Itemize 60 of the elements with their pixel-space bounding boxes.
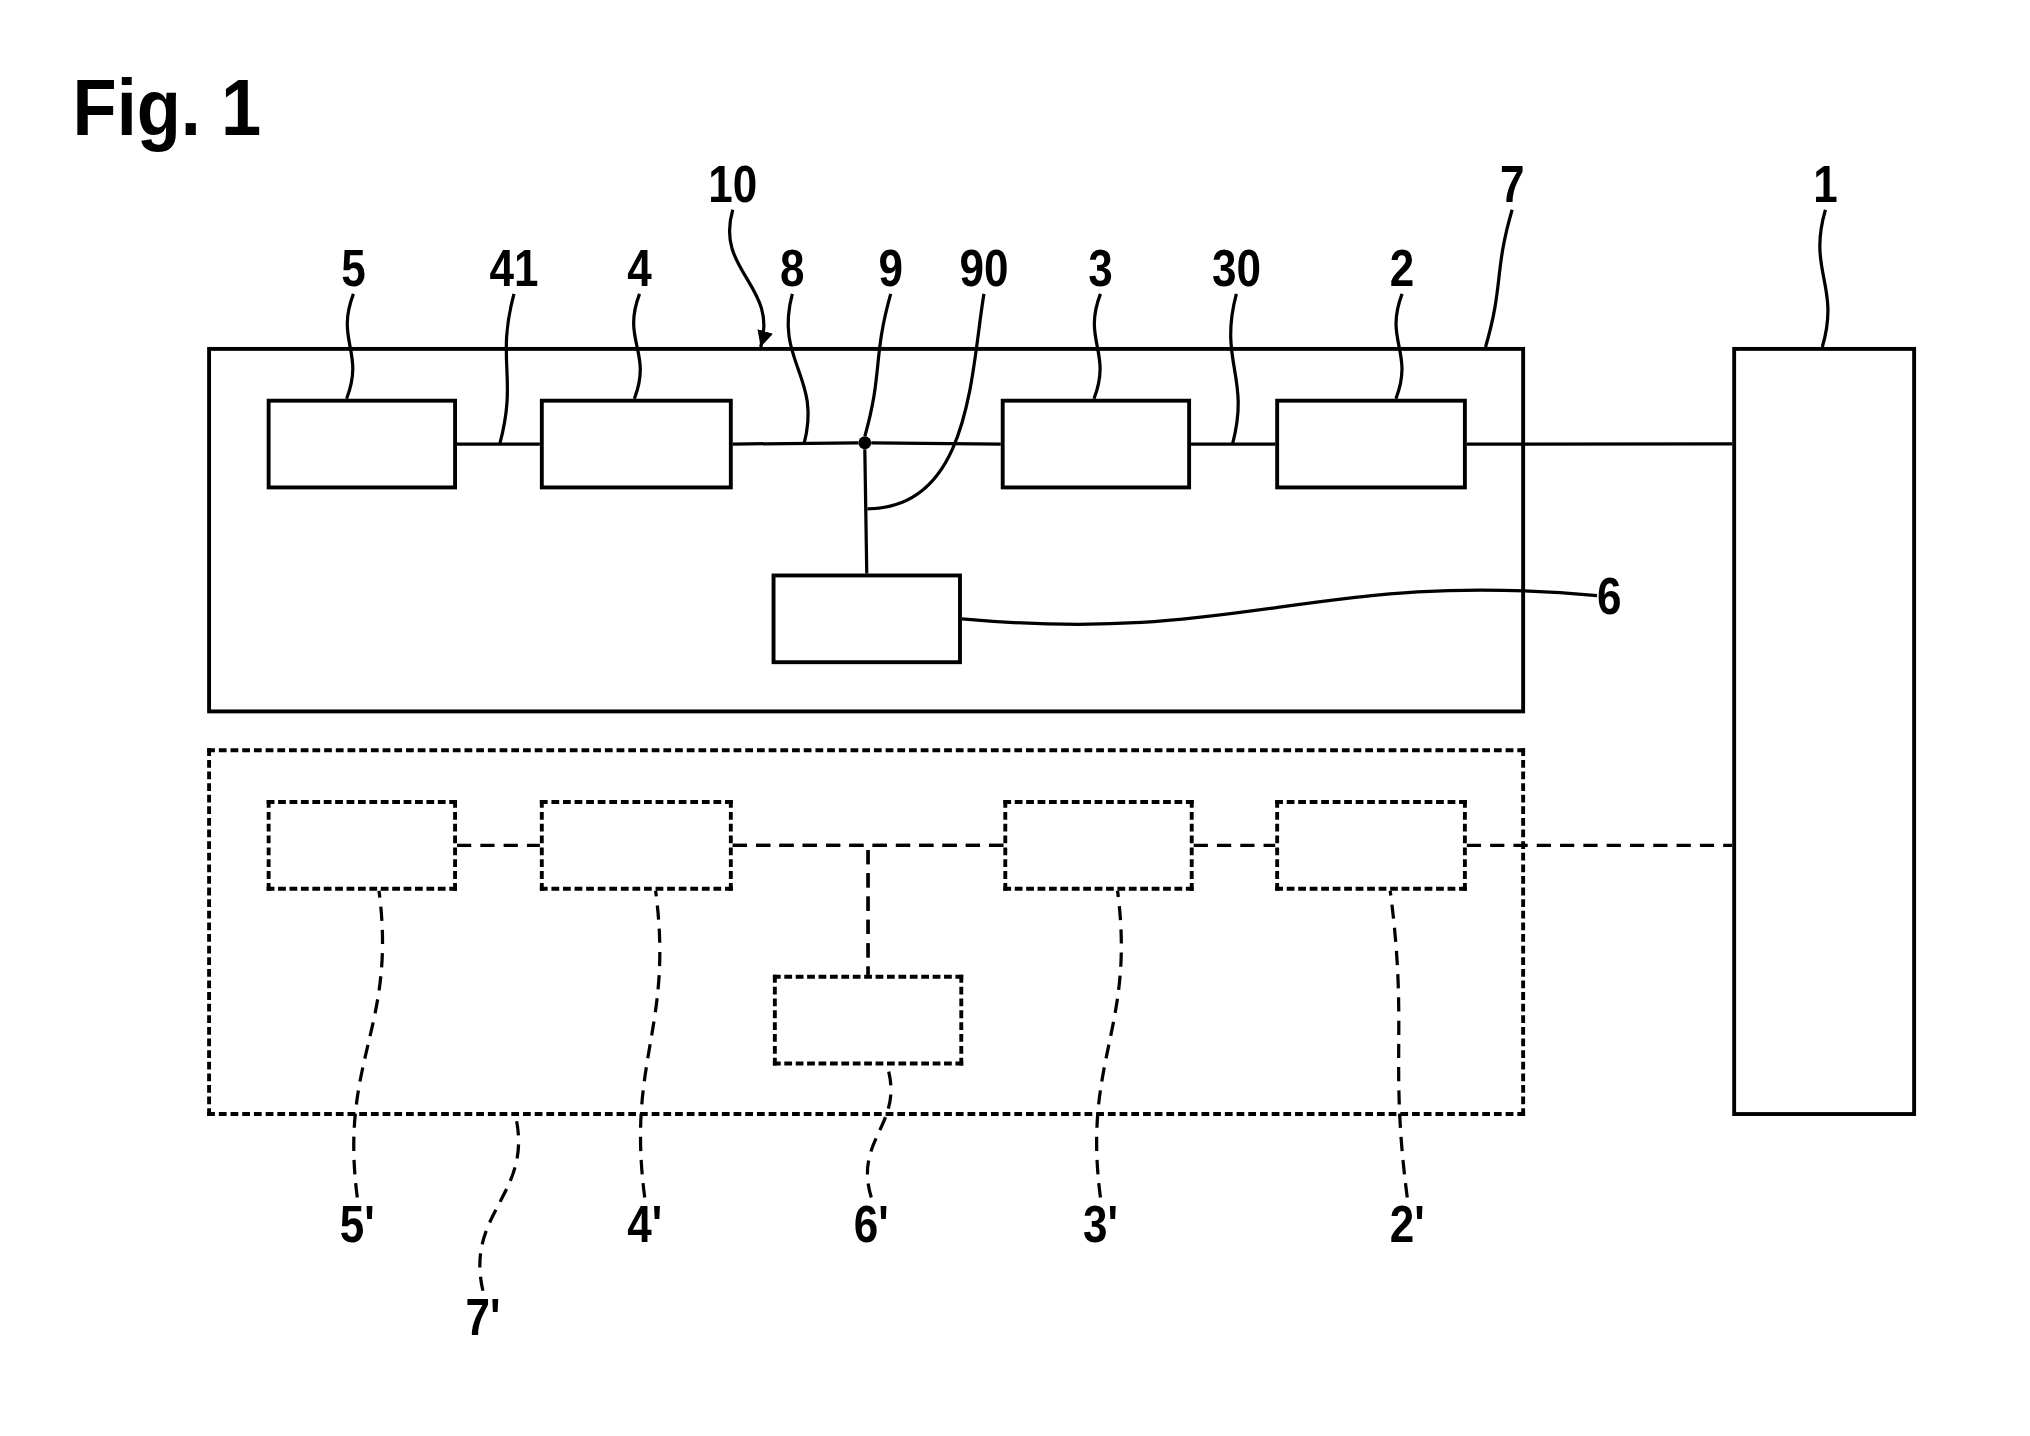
leader-line [1229,293,1240,445]
callout-number: 9 [878,242,903,294]
leader-line [638,890,662,1198]
connection-line [1466,843,1733,847]
leader-line [786,293,810,445]
callout-number: 30 [1211,242,1261,294]
alternate-component-box [1003,800,1194,891]
callout-number: 90 [959,242,1009,294]
callout-number: 41 [489,242,539,294]
alternate-component-box [266,800,457,891]
connection-line [1191,442,1276,446]
module-frame [207,346,1526,714]
alternate-component-box [1275,800,1467,891]
leader-line [1818,209,1830,348]
component-box [266,398,457,490]
leader-line [863,293,893,437]
leader-line [1388,890,1409,1198]
component-box [1000,398,1192,490]
leader-line [632,293,642,400]
callout-number: 4' [627,1197,663,1250]
junction-dot [858,436,872,450]
alternate-component-box [539,800,733,891]
callout-number: 5 [341,242,366,294]
leader-line [1092,293,1102,400]
leader-line [345,293,355,400]
callout-number: 10 [708,157,758,210]
leader-line [1095,890,1123,1198]
connection-line [457,442,540,446]
component-box [771,573,962,665]
connection-line [732,441,859,446]
component-box [1275,398,1467,490]
callout-number: 7 [1499,157,1525,210]
connection-line [871,441,1001,446]
callout-number: 3' [1082,1197,1118,1250]
alternate-component-box [772,974,964,1066]
leader-line [352,890,384,1198]
connection-line [866,843,1004,975]
callout-number: 2 [1389,242,1415,294]
leader-arrow [728,209,772,348]
leader-line [1394,293,1404,400]
alternate-module-frame [207,748,1526,1116]
connection-line [863,449,869,574]
callout-number: 6 [1597,569,1622,622]
callout-number: 1 [1813,157,1838,210]
leader-line [1484,209,1514,348]
leader-line [498,293,516,445]
callout-number: 5' [339,1197,375,1250]
callout-number: 6' [853,1197,889,1250]
component-box [1732,346,1917,1116]
component-box [539,398,733,490]
callout-number: 3 [1088,242,1113,294]
connection-line [1466,442,1733,446]
callout-number: 4 [627,242,652,294]
callout-number: 8 [780,242,805,294]
leader-line [867,293,986,511]
connection-line [1193,843,1276,847]
connection-line [457,843,540,847]
leader-line [961,588,1598,626]
callout-number: 7' [465,1290,501,1343]
callout-number: 2' [1389,1197,1425,1250]
